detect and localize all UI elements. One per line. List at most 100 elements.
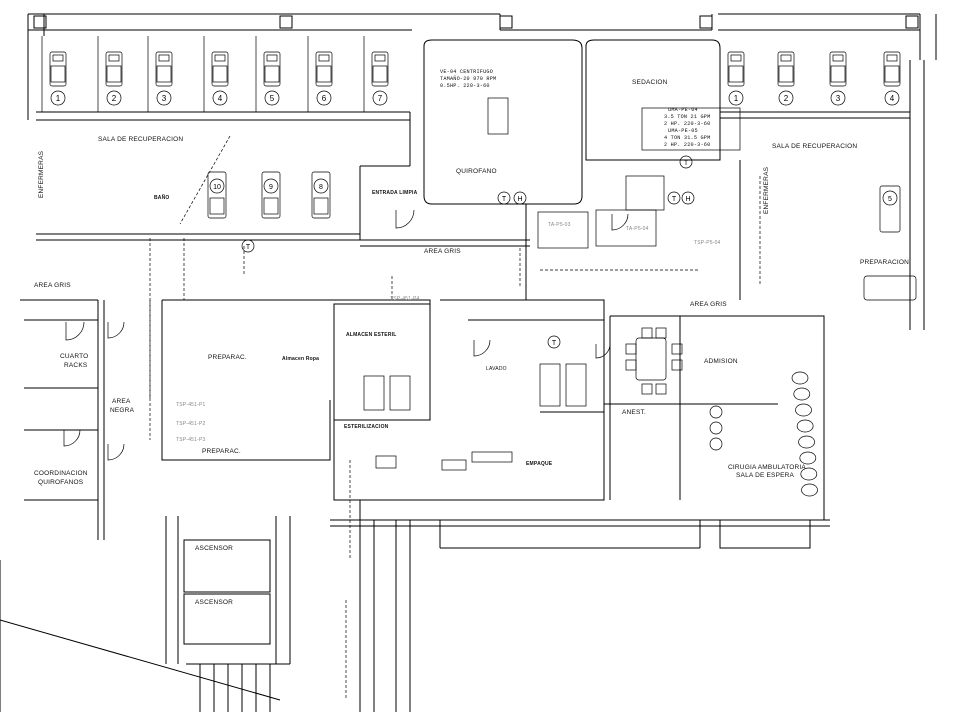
chair-0 <box>625 343 637 355</box>
room-label-coordinacion: COORDINACION <box>34 470 88 477</box>
bed-right-4-frame <box>883 51 901 87</box>
tag-letter-5: T <box>246 244 251 251</box>
tag-ta1: TA-P5-03 <box>548 222 571 228</box>
bed-right-3-number-circle <box>830 90 846 106</box>
tag-circle-4 <box>679 155 693 169</box>
bed-left-5-pillow <box>266 54 278 62</box>
bed-left-7-number-circle <box>372 90 388 106</box>
bed-left-7-pillow <box>374 54 386 62</box>
fixture-1 <box>389 375 411 411</box>
chair-6 <box>641 383 653 395</box>
note-ve04-2: TAMAÑO-20 970 RPM <box>440 76 497 82</box>
bed-right-low: 5 <box>879 185 901 233</box>
bed-left-4-mattress <box>212 65 228 83</box>
note-ve04-3: 0.5HP. 220-3-60 <box>440 83 490 89</box>
bed-low-frame-9 <box>261 171 281 219</box>
bed-low-frame-10 <box>207 171 227 219</box>
bed-right-2-number-circle <box>778 90 794 106</box>
waiting-seat-4 <box>798 435 815 449</box>
room-label-preparac-lower: PREPARAC. <box>202 448 241 455</box>
bed-left-7: 7 <box>371 51 389 106</box>
top-wall-right <box>718 13 937 60</box>
note-uma-2: 3.5 TON 21 GPM <box>664 114 711 120</box>
door-swing-4 <box>395 209 415 229</box>
chair-4 <box>641 327 653 339</box>
room-label-enfermeras-left: ENFERMERAS <box>38 150 45 198</box>
duct-route-9 <box>179 135 231 225</box>
room-label-negra: NEGRA <box>110 407 135 414</box>
tag-tsp4: TSP-451-P4 <box>390 296 420 302</box>
bed-left-4-frame <box>211 51 229 87</box>
bed-left-2: 2 <box>105 51 123 106</box>
room-label-sala-recuperacion-left: SALA DE RECUPERACION <box>98 136 184 143</box>
bed-left-4: 4 <box>211 51 229 106</box>
bed-right-1-frame <box>727 51 745 87</box>
chair-7 <box>655 383 667 395</box>
room-label-empaque: EMPAQUE <box>526 461 553 467</box>
bed-left-5-number: 5 <box>270 94 275 103</box>
bed-right-4: 4 <box>883 51 901 106</box>
room-label-area: AREA <box>112 398 131 405</box>
bed-left-2-pillow <box>108 54 120 62</box>
bed-left-3-number: 3 <box>162 94 167 103</box>
waiting-seat-0 <box>791 371 809 385</box>
bed-left-2-frame <box>105 51 123 87</box>
chair-5 <box>655 327 667 339</box>
bed-left-2-mattress <box>106 65 122 83</box>
waiting-seat-left-0 <box>709 405 723 419</box>
room-label-sala-espera: SALA DE ESPERA <box>736 472 795 479</box>
bed-right-1-number-circle <box>728 90 744 106</box>
room-label-quirofano: QUIROFANO <box>456 168 497 175</box>
tag-tsp3: TSP-451-P3 <box>176 437 206 443</box>
bed-left-3: 3 <box>155 51 173 106</box>
room-label-almacen-esteril: ALMACEN ESTERIL <box>346 332 397 338</box>
note-uma-4: UMA-PE-05 <box>668 128 698 134</box>
bed-right-1: 1 <box>727 51 745 106</box>
room-label-preparacion: PREPARACION <box>860 259 910 266</box>
elevator-2 <box>183 593 271 645</box>
bed-low-mattress-9 <box>263 197 279 215</box>
shaft-lines <box>359 500 411 712</box>
column-a <box>33 15 47 29</box>
bed-left-7-mattress <box>372 65 388 83</box>
room-label-almacen: Almacen Ropa <box>282 356 320 362</box>
top-wall-left <box>27 13 412 120</box>
recovery-right-rail <box>720 60 925 330</box>
bed-right-low-circle <box>882 190 898 206</box>
bed-right-4-mattress <box>884 65 900 83</box>
bed-low-mattress-10 <box>209 197 225 215</box>
bed-right-3-mattress <box>830 65 846 83</box>
stretcher-right <box>863 275 917 301</box>
bed-right-1-mattress <box>728 65 744 83</box>
bed-right-2-pillow <box>780 54 792 62</box>
column-e <box>905 15 919 29</box>
elevator-core-wall <box>165 516 291 664</box>
bed-left-1-number-circle <box>50 90 66 106</box>
chair-2 <box>671 343 683 355</box>
bed-left-5-mattress <box>264 65 280 83</box>
ve04-unit <box>487 97 509 135</box>
corridor-center <box>360 160 741 300</box>
waiting-seat-2 <box>795 403 812 417</box>
column-d <box>699 15 713 29</box>
fixture-2 <box>539 363 561 407</box>
note-ve04-1: VE-04 CENTRIFUGO <box>440 69 494 75</box>
room-label-entrada-limpia: ENTRADA LIMPIA <box>372 190 418 196</box>
duct-box-3 <box>537 211 589 249</box>
bed-left-7-number: 7 <box>378 94 383 103</box>
door-swing-7 <box>595 343 611 359</box>
coord-room <box>24 429 99 501</box>
stair-lines <box>186 663 290 712</box>
bed-right-1-number: 1 <box>734 94 739 103</box>
chair-1 <box>625 359 637 371</box>
bed-right-4-pillow <box>886 54 898 62</box>
facade-bottom <box>330 519 830 549</box>
room-label-lavado: LAVADO <box>486 366 507 372</box>
uma-unit-box <box>641 107 741 151</box>
room-label-quirofanos: QUIROFANOS <box>38 479 84 486</box>
conference-table <box>625 327 683 395</box>
bed-left-6: 6 <box>315 51 333 106</box>
diagonal-wall <box>0 560 281 712</box>
